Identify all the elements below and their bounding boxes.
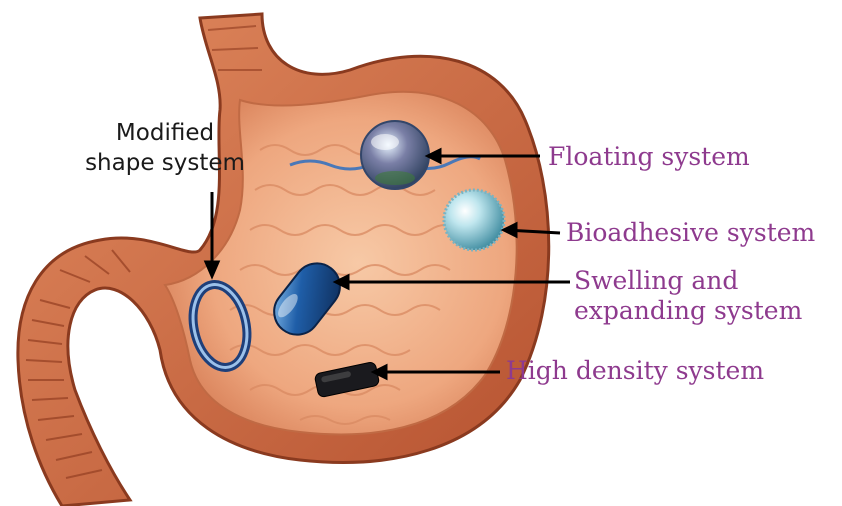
label-modified-shape: Modified shape system (80, 118, 250, 178)
label-swelling-line2: expanding system (574, 296, 802, 326)
label-floating-system: Floating system (548, 142, 750, 172)
label-high-density-system: High density system (506, 356, 764, 386)
label-bioadhesive-system: Bioadhesive system (566, 218, 815, 248)
label-swelling-expanding: Swelling and expanding system (574, 266, 802, 326)
label-modified-line2: shape system (80, 148, 250, 178)
label-modified-line1: Modified (80, 118, 250, 148)
bioadhesive-sphere (444, 190, 504, 250)
label-swelling-line1: Swelling and (574, 266, 802, 296)
